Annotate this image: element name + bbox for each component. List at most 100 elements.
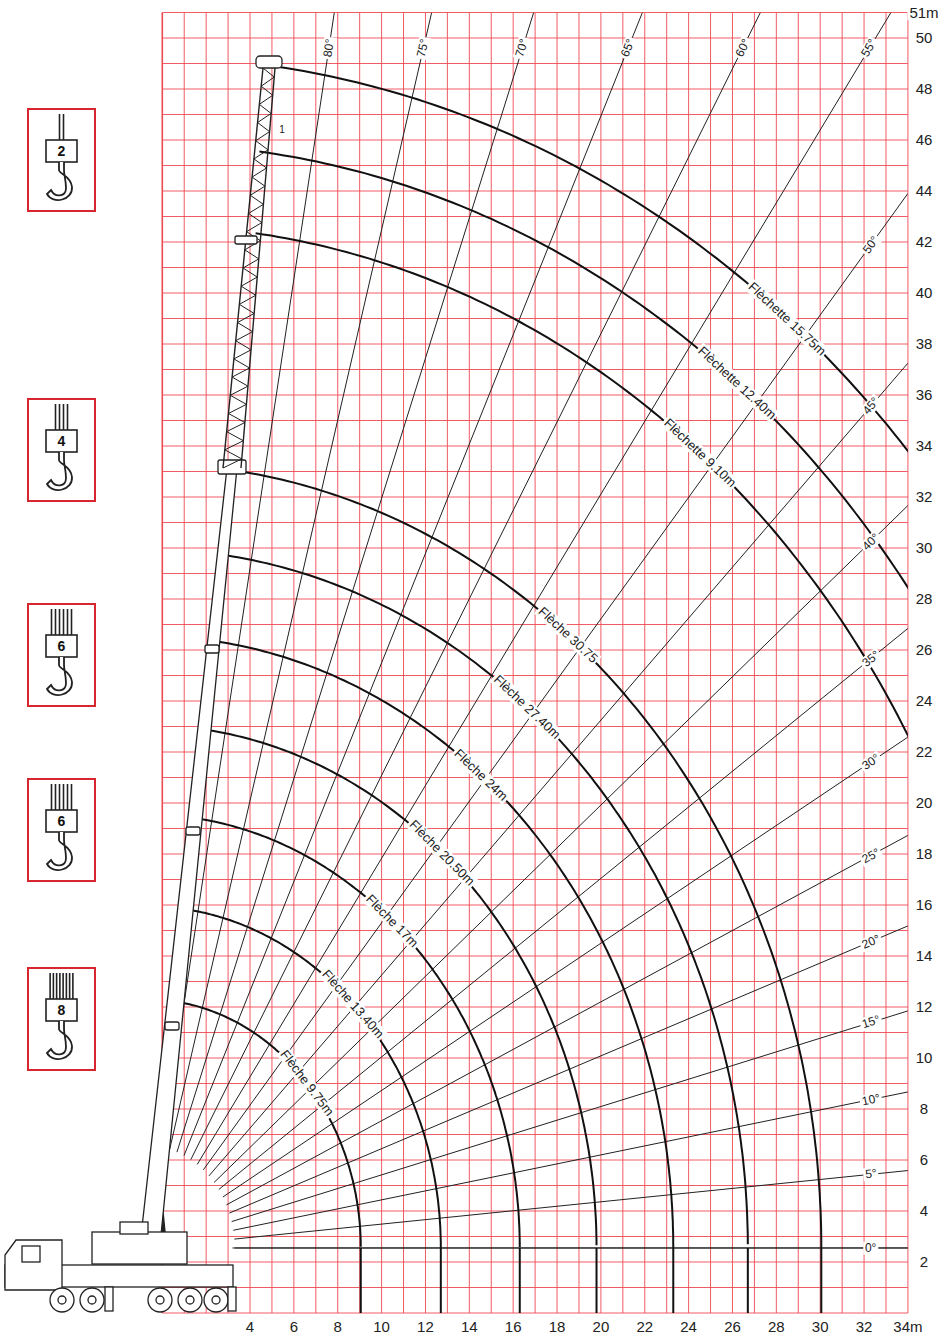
jib-lacing: [239, 304, 254, 313]
reeving-number: 8: [58, 1003, 66, 1017]
height-tick: 8: [918, 1101, 930, 1117]
angle-ray: [170, 13, 432, 1150]
radius-tick: 26: [722, 1319, 743, 1335]
jib-lacing: [232, 377, 248, 386]
hook-shape: [47, 1021, 72, 1059]
hook-block: [46, 140, 77, 162]
grid-line: [162, 1058, 908, 1059]
hook-shape: [47, 657, 72, 695]
hook-block: [46, 810, 77, 832]
height-tick: 32: [914, 489, 935, 505]
grid-line: [337, 13, 338, 1314]
radius-tick: 22: [634, 1319, 655, 1335]
jib-lacing: [248, 204, 263, 213]
jib-lacing: [225, 450, 242, 459]
rope-line: [69, 973, 71, 999]
hook-box: 4: [27, 398, 96, 502]
grid-line: [228, 13, 229, 1314]
grid-line: [557, 13, 558, 1314]
radius-tick: 6: [288, 1319, 300, 1335]
grid-line: [425, 13, 426, 1314]
boom-range-arc: [203, 729, 596, 1245]
grid-line: [162, 165, 908, 166]
grid-line: [162, 1007, 908, 1008]
boom-range-arc: [820, 1248, 822, 1313]
grid-line: [315, 13, 316, 1314]
grid-line: [754, 13, 755, 1314]
grid-line: [162, 12, 908, 13]
grid-line: [162, 726, 908, 727]
crane-illustration: [5, 56, 282, 1312]
jib-lacing: [227, 423, 245, 432]
jib-lacing: [256, 132, 270, 141]
grid-line: [820, 13, 821, 1314]
grid-line: [162, 369, 908, 370]
grid-line: [776, 13, 777, 1314]
angle-label: 20°: [858, 932, 883, 952]
angle-label: 55°: [858, 35, 880, 60]
grid-line: [513, 13, 514, 1314]
grid-line: [162, 828, 908, 829]
height-tick: 18: [914, 846, 935, 862]
jib-lacing: [252, 168, 266, 177]
boom-range-arc: [747, 1248, 749, 1313]
reeving-number: 6: [58, 639, 66, 653]
radius-tick: 20: [591, 1319, 612, 1335]
height-tick: 10: [914, 1050, 935, 1066]
angle-label: 30°: [858, 751, 883, 774]
boom-range-arc: [259, 152, 908, 1245]
radius-tick: 12: [415, 1319, 436, 1335]
rope-line: [67, 609, 69, 635]
hook-shape: [47, 832, 72, 870]
grid-line: [798, 13, 799, 1314]
boom-range-arc: [176, 1002, 361, 1247]
grid-line: [162, 395, 908, 396]
grid-line: [162, 777, 908, 778]
rope-line: [59, 973, 61, 999]
arc-label: Flèchette 12.40m: [694, 342, 780, 423]
grid-line: [162, 267, 908, 268]
jib-lacing: [239, 295, 255, 304]
rope-line: [55, 784, 57, 810]
grid-line: [162, 344, 908, 345]
grid-line: [162, 1160, 908, 1161]
rope-line: [72, 973, 74, 999]
jib-lacing: [261, 86, 273, 95]
grid-line: [162, 548, 908, 549]
grid-line: [162, 38, 908, 39]
height-tick: 4: [918, 1203, 930, 1219]
grid-line: [622, 13, 623, 1314]
rope-line: [59, 404, 61, 430]
rope-line: [53, 973, 55, 999]
arc-label: Flèche 13.40m: [318, 966, 388, 1043]
arc-label: Flèche 17m: [361, 890, 421, 951]
grid-line: [403, 13, 404, 1314]
grid-line: [162, 1287, 908, 1288]
rope-line: [67, 404, 69, 430]
grid-line: [162, 1185, 908, 1186]
jib-lacing: [230, 395, 246, 404]
grid-line: [469, 13, 470, 1314]
grid-line: [162, 446, 908, 447]
height-tick: 16: [914, 897, 935, 913]
jib-lacing: [223, 459, 242, 468]
jib-lacing: [259, 95, 272, 104]
grid-line: [842, 13, 843, 1314]
grid-line: [688, 13, 689, 1314]
callout-number: 1: [277, 125, 287, 136]
rope-line: [56, 973, 58, 999]
rope-line: [71, 609, 73, 635]
jib-lacing: [225, 441, 244, 450]
grid-line: [359, 13, 360, 1314]
grid-line: [885, 13, 886, 1314]
angle-ray: [223, 737, 908, 1197]
rope-line: [63, 404, 65, 430]
reeving-number: 2: [58, 144, 66, 158]
reeving-number: 6: [58, 814, 66, 828]
arc-label: Flèche 30.75: [534, 603, 601, 667]
grid-line: [666, 13, 667, 1314]
grid-line: [162, 140, 908, 141]
rope-line: [63, 114, 65, 140]
angle-ray: [214, 505, 908, 1182]
angle-ray: [177, 13, 534, 1153]
